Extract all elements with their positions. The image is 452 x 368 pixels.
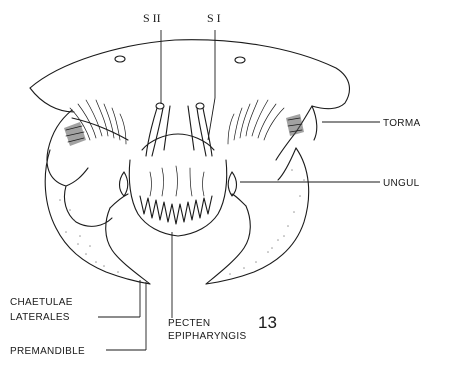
label-ungul: UNGUL xyxy=(383,178,420,189)
spines-s2 xyxy=(146,103,170,156)
label-chaetulae-line1: CHAETULAE xyxy=(10,297,73,308)
label-premandible: PREMANDIBLE xyxy=(10,346,85,357)
right-mandible xyxy=(206,148,309,284)
epipharynx-center xyxy=(129,134,226,236)
right-tormal-region xyxy=(276,106,317,160)
label-torma: TORMA xyxy=(383,118,420,129)
label-s1: S I xyxy=(207,11,221,25)
leader-lines xyxy=(98,30,380,350)
figure-number: 13 xyxy=(258,313,277,332)
label-pecten-line1: PECTEN xyxy=(168,318,210,329)
pecten-teeth xyxy=(140,166,212,224)
label-pecten-line2: EPIPHARYNGIS xyxy=(168,331,246,342)
right-bristles xyxy=(228,100,284,144)
left-tormal-region xyxy=(47,110,128,186)
ungula xyxy=(120,172,237,196)
left-mandible xyxy=(45,150,150,284)
label-s2: S II xyxy=(143,11,161,25)
spines-s1 xyxy=(188,103,212,156)
label-chaetulae-line2: LATERALES xyxy=(10,312,70,323)
labrum-outline xyxy=(30,40,349,112)
